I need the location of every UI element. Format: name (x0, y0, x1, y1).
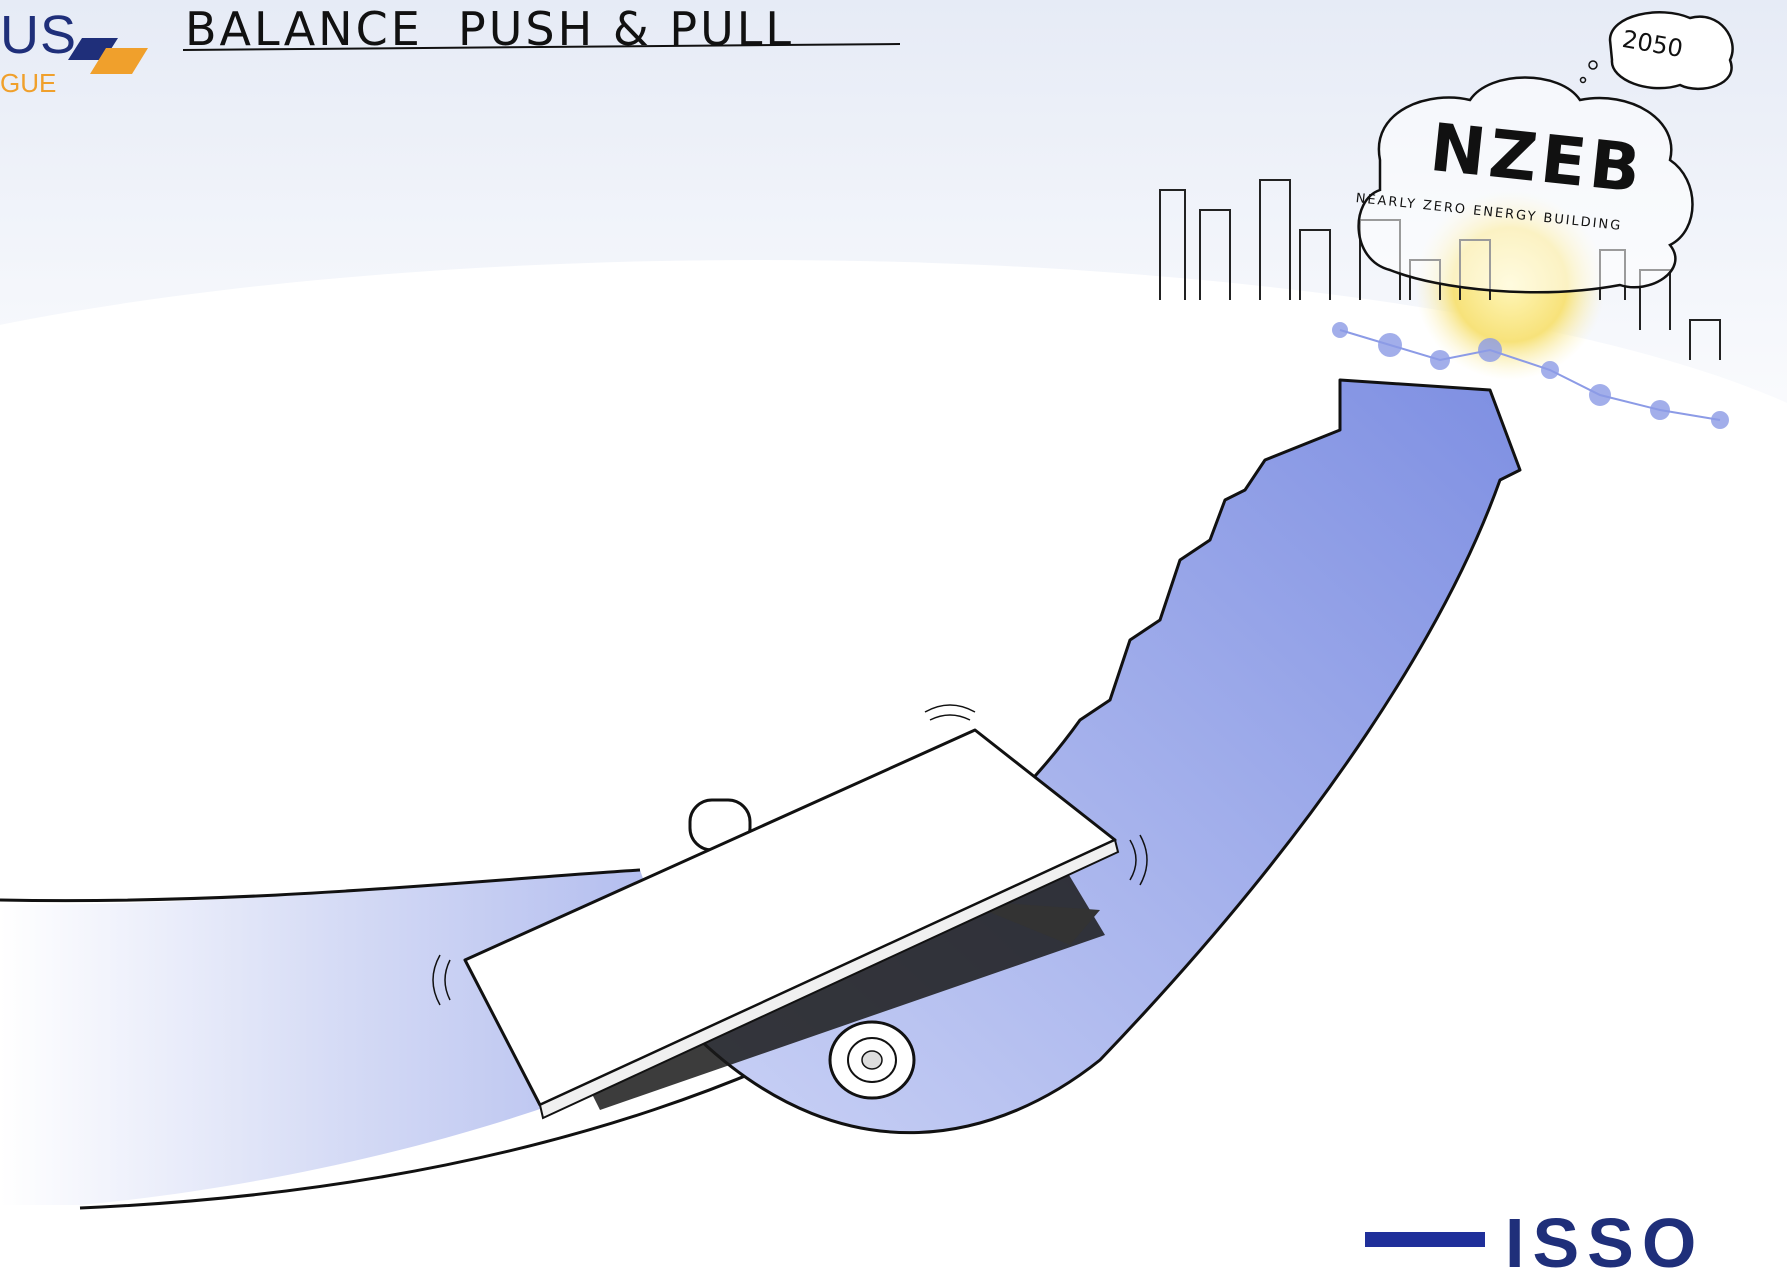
parallelogram-logo-icon (68, 38, 148, 74)
seesaw-icon (432, 704, 1148, 1120)
logo-text-secondary: GUE (0, 68, 57, 98)
front-roller (828, 1020, 916, 1100)
ground-top-line (0, 868, 641, 903)
illustration-canvas (0, 0, 1787, 1247)
page-title: BALANCE PUSH & PULL (185, 2, 794, 56)
title-underline (182, 43, 901, 51)
partner-logo-text: ISSO (1505, 1204, 1705, 1282)
year-bubble (1579, 11, 1734, 90)
eu-flag-icon (1365, 1232, 1485, 1247)
logo-text-primary: US (0, 5, 78, 65)
nzeb-cloud (1357, 76, 1694, 294)
